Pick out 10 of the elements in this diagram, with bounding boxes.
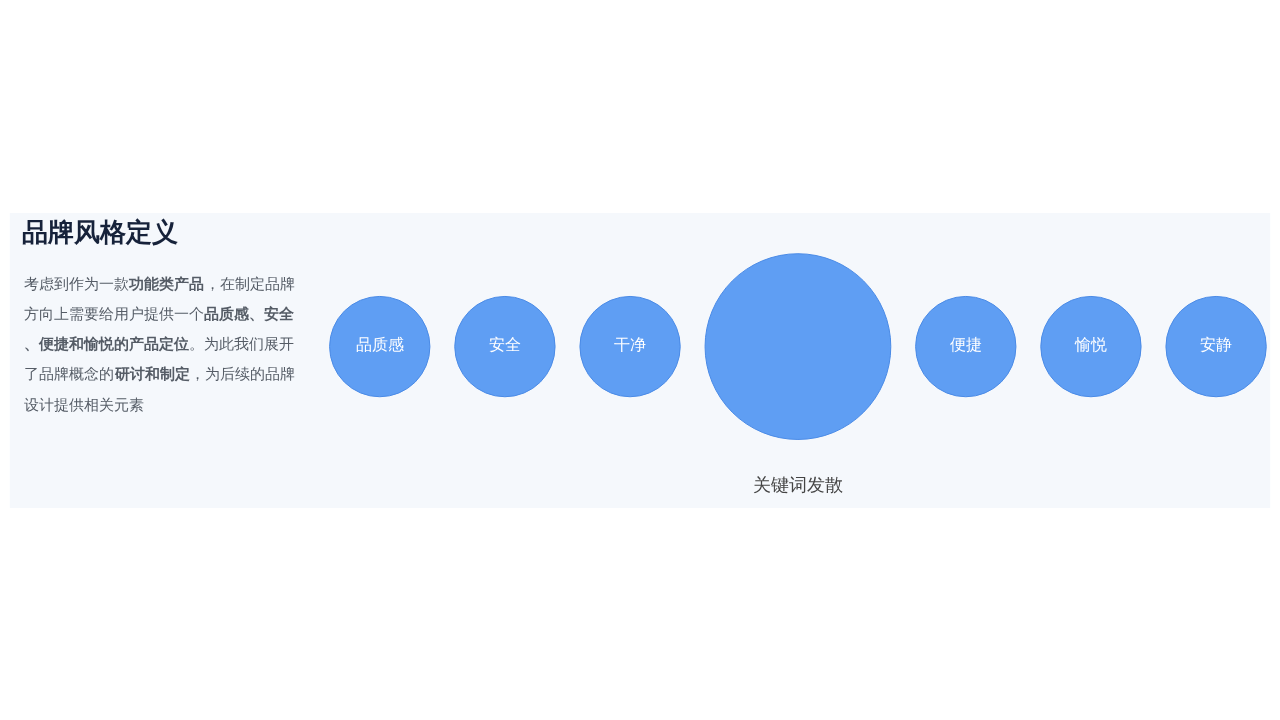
node-circle: 品质感 — [329, 295, 431, 397]
node-circle: 干净 — [579, 295, 681, 397]
node-circle: 安全 — [454, 295, 556, 397]
node-circle: 便捷 — [915, 295, 1017, 397]
label: 考虑到作为一款功能类产品，在制定品牌方向上需要给用户提供一个品质感、安全、便捷和愉悦的产品定位。为此我们展开了品牌概念的研讨和制定，为后续的品牌设计提供相关元素 — [24, 274, 296, 414]
node-circle: 安静 — [1165, 295, 1267, 397]
diagram-title: 品牌风格定义 — [21, 216, 178, 247]
node-circle: 愉悦 — [1040, 295, 1142, 397]
caption: 关键词发散 — [752, 473, 843, 495]
node-circle — [704, 252, 892, 440]
